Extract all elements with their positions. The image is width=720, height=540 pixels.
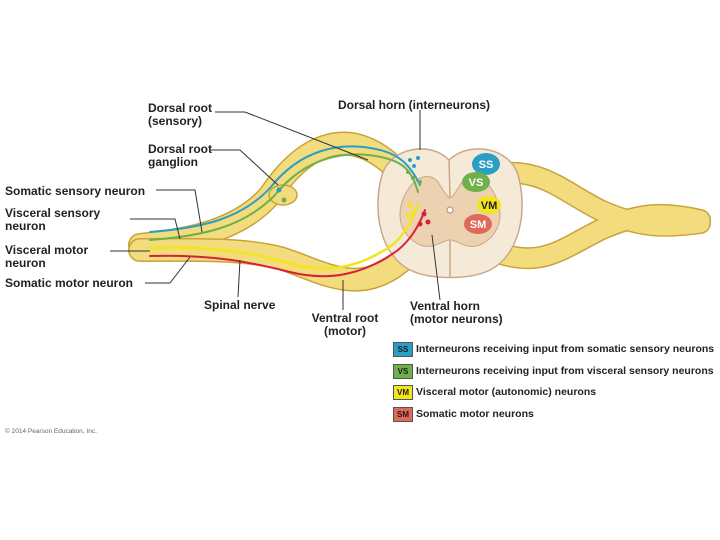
legend-swatch-vs: VS (393, 363, 413, 379)
visceral-sensory-neuron-label-line2: neuron (5, 219, 46, 233)
somatic-motor-neuron-label: Somatic motor neuron (5, 276, 134, 290)
sm-region-label: SM (470, 219, 487, 231)
visceral-motor-neuron-label-line1: Visceral motor (5, 243, 89, 257)
visceral-sensory-neuron-label: Visceral sensory neuron (5, 207, 100, 233)
dorsal-root-label-line2: (sensory) (148, 114, 203, 128)
somatic-sensory-pathway (149, 145, 421, 233)
somatic-motor-pathway (149, 209, 426, 278)
dorsal-root-ganglion-label: Dorsal root ganglion (148, 143, 212, 169)
dorsal-root-ganglion-label-line1: Dorsal root (148, 142, 213, 156)
vm-region (477, 196, 501, 214)
visceral-motor-neuron-label-line2: neuron (5, 256, 46, 270)
horn-regions: SS VS VM SM (462, 153, 501, 234)
dorsal-root-ganglion-label-line2: ganglion (148, 155, 198, 169)
left-spinal-nerve (128, 131, 417, 292)
legend-text-vs: Interneurons receiving input from viscer… (416, 364, 714, 377)
legend-swatch-ss: SS (393, 342, 413, 357)
vs-region-label: VS (469, 177, 484, 189)
visceral-sensory-pathway (149, 153, 419, 241)
dorsal-horn-label: Dorsal horn (interneurons) (338, 98, 491, 112)
vs-region (462, 172, 490, 192)
legend-text-vm: Visceral motor (autonomic) neurons (416, 386, 597, 398)
dorsal-root-label: Dorsal root (sensory) (148, 102, 212, 128)
sm-region (464, 214, 492, 234)
legend-item-ss: SS Interneurons receiving input from som… (393, 341, 718, 363)
ss-region (472, 153, 500, 175)
spinal-nerve-label: Spinal nerve (204, 298, 276, 312)
spinal-cord-cross-section (377, 148, 523, 279)
ventral-root-label: Ventral root (motor) (305, 312, 385, 338)
vm-region-label: VM (481, 200, 498, 212)
legend-text-sm: Somatic motor neurons (416, 407, 534, 420)
ventral-horn-label-line2: (motor neurons) (410, 312, 503, 326)
ventral-horn-label: Ventral horn (motor neurons) (410, 300, 503, 326)
motor-cell-bodies (405, 202, 431, 227)
legend: SS Interneurons receiving input from som… (393, 341, 718, 427)
visceral-sensory-neuron-label-line1: Visceral sensory (5, 206, 101, 220)
right-spinal-nerves (477, 161, 711, 270)
central-canal (446, 206, 454, 214)
ventral-root-label-line2: (motor) (324, 324, 366, 338)
ss-region-label: SS (479, 159, 494, 171)
dorsal-root-label-line1: Dorsal root (148, 101, 213, 115)
visceral-motor-pathway (148, 203, 420, 270)
copyright-notice: © 2014 Pearson Education, Inc. (5, 428, 97, 435)
ventral-horn-label-line1: Ventral horn (410, 299, 481, 313)
legend-swatch-sm: SM (393, 406, 413, 422)
legend-item-vs: VS Interneurons receiving input from vis… (393, 363, 718, 385)
neuron-pathways (148, 145, 431, 278)
legend-item-sm: SM Somatic motor neurons (393, 406, 718, 428)
legend-item-vm: VM Visceral motor (autonomic) neurons (393, 384, 718, 406)
ventral-root-label-line1: Ventral root (311, 311, 379, 325)
visceral-motor-neuron-label: Visceral motor neuron (5, 244, 88, 270)
legend-swatch-vm: VM (393, 385, 413, 400)
sensory-terminal-dots (276, 156, 422, 203)
leader-lines (110, 110, 441, 310)
somatic-sensory-neuron-label: Somatic sensory neuron (5, 184, 146, 198)
legend-text-ss: Interneurons receiving input from somati… (416, 343, 715, 355)
